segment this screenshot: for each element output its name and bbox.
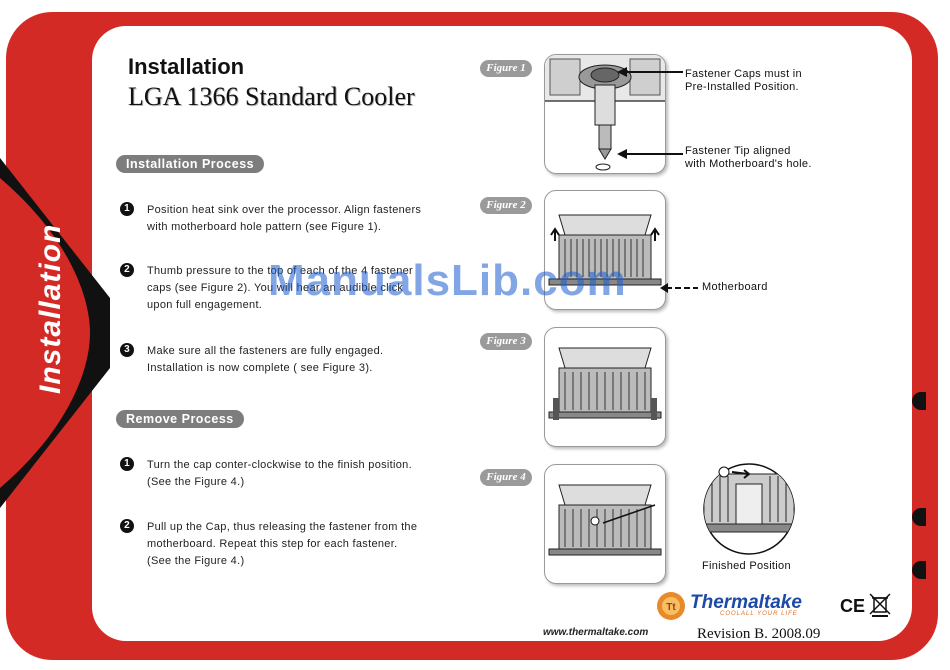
cooler-remove-illustration	[548, 484, 662, 556]
figure-3-illustration	[544, 327, 666, 447]
website-link[interactable]: www.thermaltake.com	[543, 627, 649, 638]
install-step-1: 1 Position heat sink over the processor.…	[120, 202, 450, 236]
figure-3-label: Figure 3	[480, 333, 532, 350]
step-text-line: Installation is now complete ( see Figur…	[147, 362, 373, 374]
step-text-line: Make sure all the fasteners are fully en…	[147, 345, 384, 357]
motherboard-callout: Motherboard	[702, 281, 768, 293]
step-text-line: with motherboard hole pattern (see Figur…	[147, 221, 382, 233]
remove-step-2: 2 Pull up the Cap, thus releasing the fa…	[120, 519, 450, 570]
thermaltake-logo-icon: Tt	[657, 592, 685, 620]
callout-line: Fastener Caps must in	[685, 68, 802, 80]
figure-4-illustration	[544, 464, 666, 584]
step-number-badge: 1	[120, 202, 134, 216]
motherboard-arrow	[660, 283, 698, 293]
callout-line: Fastener Tip aligned	[685, 145, 791, 157]
cooler-installed-illustration	[548, 347, 662, 420]
side-tab-label: Installation	[34, 223, 67, 394]
finished-position-callout: Finished Position	[702, 560, 791, 572]
fastener-tip-callout: Fastener Tip aligned with Motherboard's …	[685, 145, 812, 171]
step-text-line: motherboard. Repeat this step for each f…	[147, 538, 398, 550]
step-text-line: Thumb pressure to the top of each of the…	[147, 265, 414, 277]
watermark: ManualsLib.com	[268, 256, 627, 305]
step-text-line: (See the Figure 4.)	[147, 555, 245, 567]
installation-process-heading: Installation Process	[116, 155, 265, 173]
figure-1-label: Figure 1	[480, 60, 532, 77]
callout-arrows	[617, 67, 683, 159]
page-subtitle: LGA 1366 Standard Cooler	[128, 82, 415, 111]
finished-position-detail	[703, 463, 795, 555]
step-text-line: upon full engagement.	[147, 299, 263, 311]
step-text-line: (See the Figure 4.)	[147, 476, 245, 488]
step-number-badge: 2	[120, 519, 134, 533]
revision-text: Revision B. 2008.09	[697, 626, 821, 642]
step-text-line: Turn the cap conter-clockwise to the fin…	[147, 459, 412, 471]
callout-line: Pre-Installed Position.	[685, 81, 799, 93]
step-number-badge: 1	[120, 457, 134, 471]
callout-line: with Motherboard's hole.	[685, 158, 812, 170]
ce-mark: CE	[840, 596, 866, 616]
figure-4-label: Figure 4	[480, 469, 532, 486]
step-number-badge: 3	[120, 343, 134, 357]
install-step-2: 2 Thumb pressure to the top of each of t…	[120, 263, 450, 314]
figure-2-illustration	[544, 190, 666, 310]
brand-name: Thermaltake	[690, 592, 802, 613]
page-title: Installation	[128, 54, 245, 79]
brand-tagline: COOLALL YOUR LIFE	[720, 611, 798, 617]
binder-hole	[912, 508, 926, 526]
figure-1-illustration	[544, 54, 666, 174]
step-number-badge: 2	[120, 263, 134, 277]
svg-text:Tt: Tt	[666, 602, 676, 613]
binder-hole	[912, 392, 926, 410]
step-text-line: Pull up the Cap, thus releasing the fast…	[147, 521, 418, 533]
figure-2-label: Figure 2	[480, 197, 532, 214]
step-text-line: Position heat sink over the processor. A…	[147, 204, 422, 216]
side-tab-shape	[0, 158, 110, 508]
fastener-illustration	[545, 55, 665, 171]
remove-process-heading: Remove Process	[116, 410, 244, 428]
binder-hole	[912, 561, 926, 579]
cooler-illustration	[548, 214, 662, 286]
fastener-caps-callout: Fastener Caps must in Pre-Installed Posi…	[685, 68, 802, 94]
step-text-line: caps (see Figure 2). You will hear an au…	[147, 282, 404, 294]
remove-step-1: 1 Turn the cap conter-clockwise to the f…	[120, 457, 450, 491]
install-step-3: 3 Make sure all the fasteners are fully …	[120, 343, 450, 377]
weee-bin-icon	[869, 593, 891, 617]
